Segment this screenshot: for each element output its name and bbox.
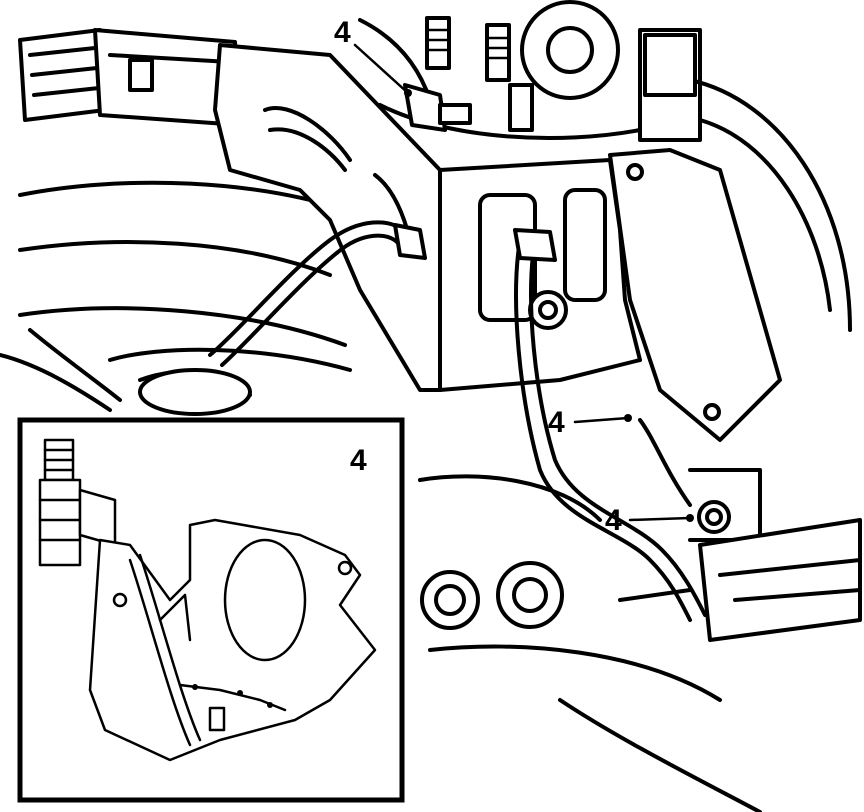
hub-ring xyxy=(138,368,252,416)
lower-nuts xyxy=(420,561,564,630)
callout-inset: 4 xyxy=(350,444,367,477)
clip-top xyxy=(403,83,472,132)
clip-lower-right xyxy=(697,500,731,534)
callout-right-lower: 4 xyxy=(605,504,622,537)
main-bracket xyxy=(213,43,782,442)
callout-right-upper: 4 xyxy=(548,406,565,439)
top-studs xyxy=(425,16,534,132)
brake-pipes xyxy=(208,220,707,622)
callout-top: 4 xyxy=(334,16,351,49)
callout-leaders xyxy=(353,43,694,522)
inset-detail xyxy=(17,417,405,803)
